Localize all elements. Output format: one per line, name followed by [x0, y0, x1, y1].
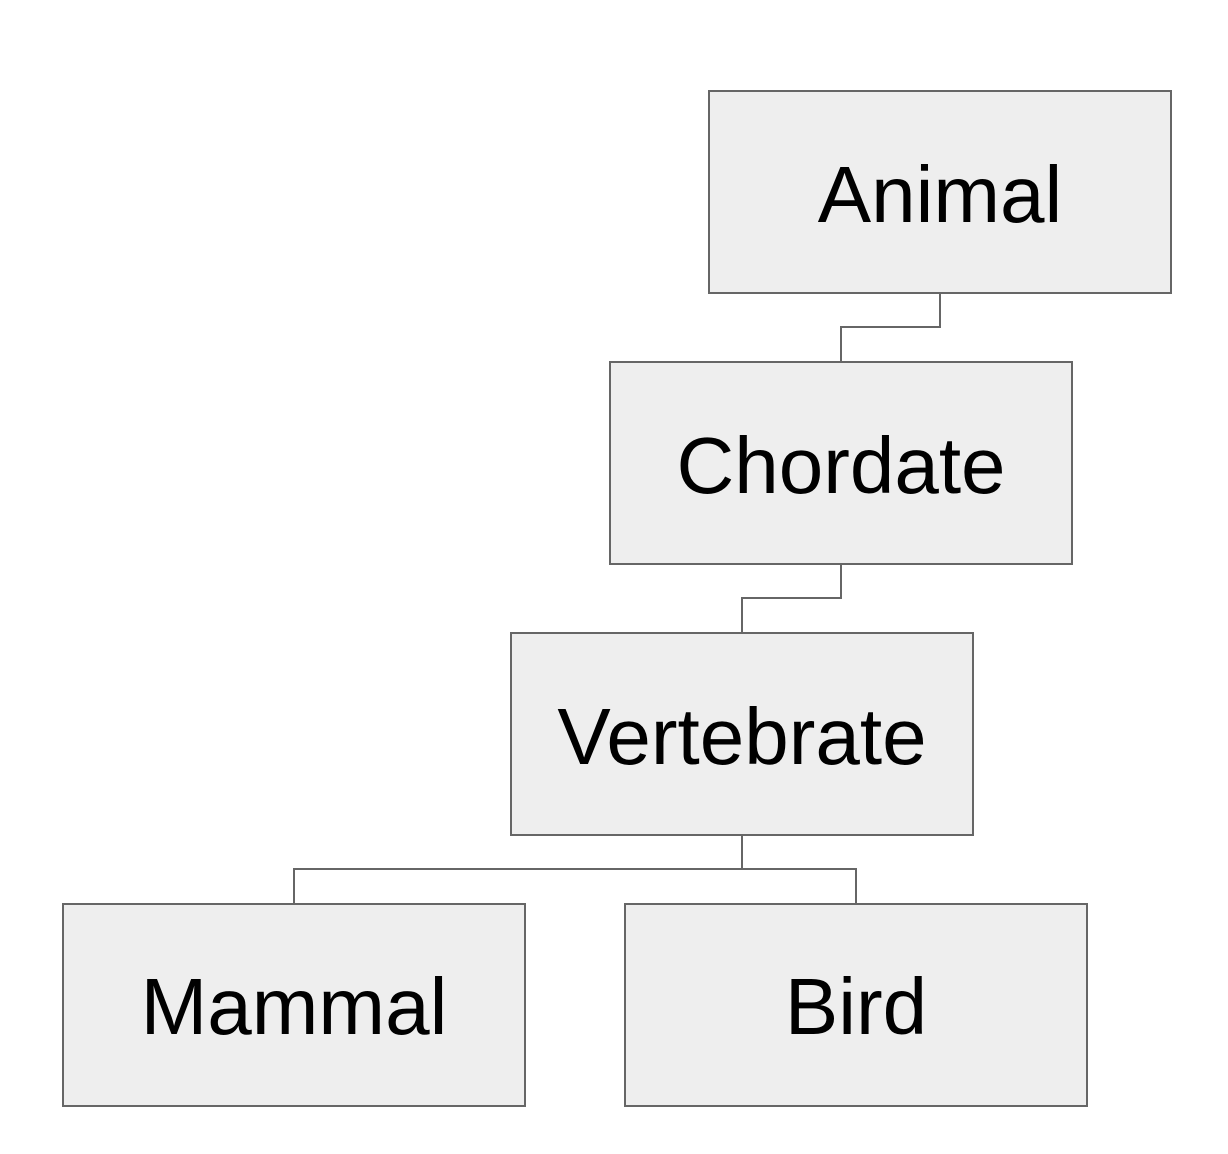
node-vertebrate-label: Vertebrate: [557, 692, 926, 781]
connector-animal-chordate: [840, 293, 941, 362]
node-chordate-box: [609, 361, 1073, 565]
node-bird-label: Bird: [785, 962, 927, 1051]
node-animal: Animal: [708, 90, 1172, 294]
connector-chordate-vertebrate: [741, 564, 842, 633]
node-chordate-label: Chordate: [676, 421, 1005, 510]
node-vertebrate-box: [510, 632, 974, 836]
connector-vertebrate-mammal: [293, 835, 743, 904]
node-bird-box: [624, 903, 1088, 1107]
node-vertebrate: Vertebrate: [510, 632, 974, 836]
node-mammal: Mammal: [62, 903, 526, 1107]
node-bird: Bird: [624, 903, 1088, 1107]
node-mammal-box: [62, 903, 526, 1107]
connector-vertebrate-bird: [741, 835, 857, 904]
node-chordate: Chordate: [609, 361, 1073, 565]
node-animal-box: [708, 90, 1172, 294]
node-animal-label: Animal: [818, 150, 1063, 239]
node-mammal-label: Mammal: [141, 962, 448, 1051]
